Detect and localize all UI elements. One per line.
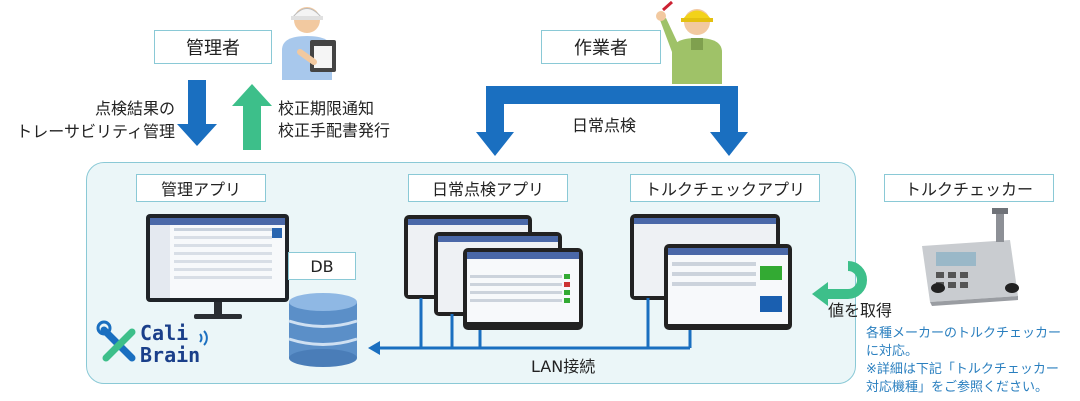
management-monitor-icon xyxy=(146,214,289,319)
torque-checker-label: トルクチェッカー xyxy=(904,180,1033,199)
manager-figure-icon xyxy=(282,7,336,80)
daily-check-arrow xyxy=(476,86,748,156)
db-cylinder-icon xyxy=(288,293,358,367)
up-arrow-label: 校正期限通知 校正手配書発行 xyxy=(278,98,390,142)
down-arrow-label-2: トレーサビリティ管理 xyxy=(0,121,175,143)
daily-tablets-icon xyxy=(404,215,583,330)
up-arrow-label-line1: 校正期限通知 xyxy=(278,99,375,118)
up-arrow xyxy=(232,84,272,150)
management-app-box: 管理アプリ xyxy=(136,174,266,202)
manager-label-box: 管理者 xyxy=(154,30,272,64)
down-arrow-label-line2: トレーサビリティ管理 xyxy=(16,122,175,141)
acquire-arrowhead xyxy=(812,282,828,306)
worker-figure-icon xyxy=(656,0,722,84)
down-arrow xyxy=(177,80,217,146)
note-line3: ※詳細は下記「トルクチェッカー xyxy=(866,362,1059,377)
lan-arrowhead xyxy=(368,341,380,355)
compatibility-note: 各種メーカーのトルクチェッカー に対応。 ※詳細は下記「トルクチェッカー 対応機… xyxy=(866,325,1061,397)
daily-app-label: 日常点検アプリ xyxy=(431,180,544,199)
calibrain-logo: Cali Brain xyxy=(140,322,200,366)
lan-connection xyxy=(376,298,692,350)
db-box: DB xyxy=(288,252,356,280)
down-arrow-label: 点検結果の xyxy=(69,98,175,120)
daily-check-label: 日常点検 xyxy=(572,116,637,135)
calibrain-logo-mark-icon xyxy=(96,320,208,362)
worker-label-box: 作業者 xyxy=(541,30,661,64)
up-arrow-label-line2: 校正手配書発行 xyxy=(278,121,391,140)
acquire-arrow xyxy=(826,261,867,299)
lan-label: LAN接続 xyxy=(531,357,596,376)
note-line2: に対応。 xyxy=(866,344,919,359)
logo-line2: Brain xyxy=(140,343,201,367)
torque-checker-box: トルクチェッカー xyxy=(884,174,1054,202)
down-arrow-label-line1: 点検結果の xyxy=(94,99,175,118)
torque-checker-device-icon xyxy=(922,208,1019,306)
manager-label: 管理者 xyxy=(186,38,240,59)
daily-app-box: 日常点検アプリ xyxy=(408,174,568,202)
torque-app-box: トルクチェックアプリ xyxy=(630,174,820,202)
worker-label: 作業者 xyxy=(574,38,628,59)
management-app-label: 管理アプリ xyxy=(160,180,241,199)
acquire-label: 値を取得 xyxy=(828,301,893,320)
torque-app-label: トルクチェックアプリ xyxy=(644,180,805,199)
note-line4: 対応機種」をご参照ください。 xyxy=(866,380,1049,395)
note-line1: 各種メーカーのトルクチェッカー xyxy=(866,326,1062,341)
db-label: DB xyxy=(310,256,334,276)
logo-line1: Cali xyxy=(140,321,189,345)
torque-tablets-icon xyxy=(630,214,792,330)
